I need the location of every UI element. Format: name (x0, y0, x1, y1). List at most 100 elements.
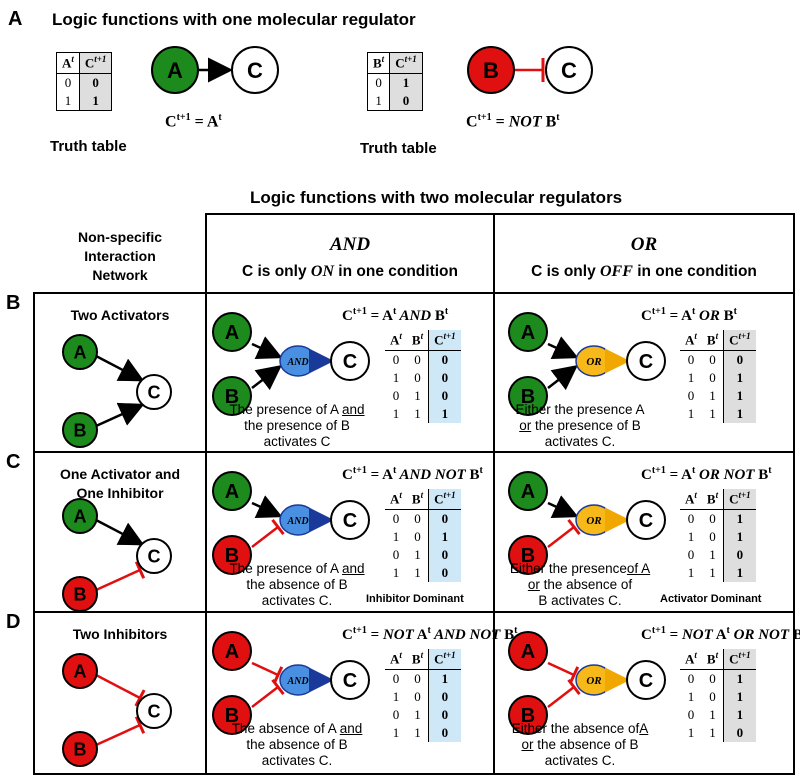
and-formula: Ct+1 = At AND Bt (342, 306, 449, 324)
table-cell: 0 (392, 352, 400, 367)
th-a: At (56, 52, 80, 74)
table-cell: 1 (687, 689, 695, 704)
table-cell: 0 (687, 671, 695, 686)
cell: 1 (375, 93, 382, 108)
edge-b-gate (547, 364, 578, 391)
table-cell: 1 (414, 565, 421, 580)
table-cell: 1 (723, 405, 756, 423)
node-c (330, 660, 370, 700)
table-cell: 0 (414, 370, 421, 385)
table-cell: 1 (687, 406, 695, 421)
table-cell: 1 (687, 565, 695, 580)
row-label: One Activator and One Inhibitor (59, 466, 181, 501)
table-cell: 0 (709, 529, 716, 544)
and-formula: Ct+1 = NOT At AND NOT Bt (342, 625, 518, 643)
table-cell: 1 (723, 706, 756, 724)
node-a (62, 334, 98, 370)
node-b (508, 535, 548, 575)
table-cell: 0 (428, 509, 461, 528)
node-c-label: C (639, 670, 653, 692)
formula-a1: Ct+1 = At (165, 112, 222, 131)
table-cell: 0 (428, 724, 461, 742)
table-cell: 1 (723, 509, 756, 528)
node-c-label: C (639, 351, 653, 373)
table-cell: 1 (392, 565, 400, 580)
th-c: Ct+1 (428, 330, 461, 351)
node-b-label: B (521, 705, 535, 727)
table-cell: 0 (414, 511, 421, 526)
node-c (231, 46, 279, 94)
gate-label: OR (586, 356, 601, 368)
table-cell: 1 (709, 725, 716, 740)
th-a: At (385, 330, 407, 351)
table-cell: 0 (428, 350, 461, 369)
th-a: At (385, 489, 407, 510)
node-a-label: A (74, 342, 87, 362)
node-a-label: A (74, 661, 87, 681)
edge-b-gate (547, 526, 575, 548)
node-a (212, 631, 252, 671)
table-cell: 1 (709, 406, 716, 421)
edge-b-c (95, 723, 141, 747)
table-cell: 0 (414, 529, 421, 544)
edge-b-c (95, 568, 141, 592)
node-a (62, 498, 98, 534)
edge-b-gate (251, 526, 279, 548)
edge-b-gate-bar (271, 518, 285, 536)
table-cell: 0 (392, 671, 400, 686)
th-b: Bt (406, 649, 429, 670)
node-a-label: A (521, 481, 535, 503)
table-cell: 0 (428, 706, 461, 724)
node-c (545, 46, 593, 94)
edge-b-c (95, 402, 145, 428)
network-diagram-c: ABC (62, 498, 172, 612)
node-a-label: A (521, 641, 535, 663)
table-cell: 1 (723, 669, 756, 688)
cell: 0 (375, 75, 382, 90)
node-c-label: C (148, 546, 161, 566)
table-cell: 0 (709, 370, 716, 385)
truth-table-label-2: Truth table (360, 140, 437, 157)
row-line-c (33, 451, 795, 453)
node-c (626, 500, 666, 540)
node-b-label: B (483, 58, 499, 83)
th-c: Ct+1 (428, 489, 461, 510)
node-c (136, 538, 172, 574)
edge-a-c (95, 673, 141, 700)
table-cell: 1 (428, 528, 461, 546)
table-cell: 1 (709, 707, 716, 722)
node-c-label: C (343, 670, 357, 692)
edge-a-gate (251, 495, 283, 518)
col-header-and: AND (329, 234, 371, 255)
node-a-label: A (225, 641, 239, 663)
edge-a-gate (547, 495, 579, 518)
or-formula: Ct+1 = NOT At OR NOT Bt (641, 625, 800, 643)
table-cell: 1 (723, 528, 756, 546)
node-b (62, 576, 98, 612)
table-cell: 1 (723, 564, 756, 582)
node-c-label: C (247, 58, 263, 83)
network-diagram-d: ABC (62, 653, 172, 767)
node-a (62, 653, 98, 689)
node-c (330, 341, 370, 381)
grid-col2-line (493, 213, 495, 775)
th-c: Ct+1 (78, 52, 112, 74)
edge-a-c (95, 518, 145, 546)
table-cell: 1 (709, 565, 716, 580)
node-b-label: B (74, 739, 87, 759)
th-b: Bt (406, 330, 429, 351)
edge-a-gate-bar (568, 666, 580, 684)
cell: 0 (64, 75, 72, 90)
grid-right-line (793, 213, 795, 775)
